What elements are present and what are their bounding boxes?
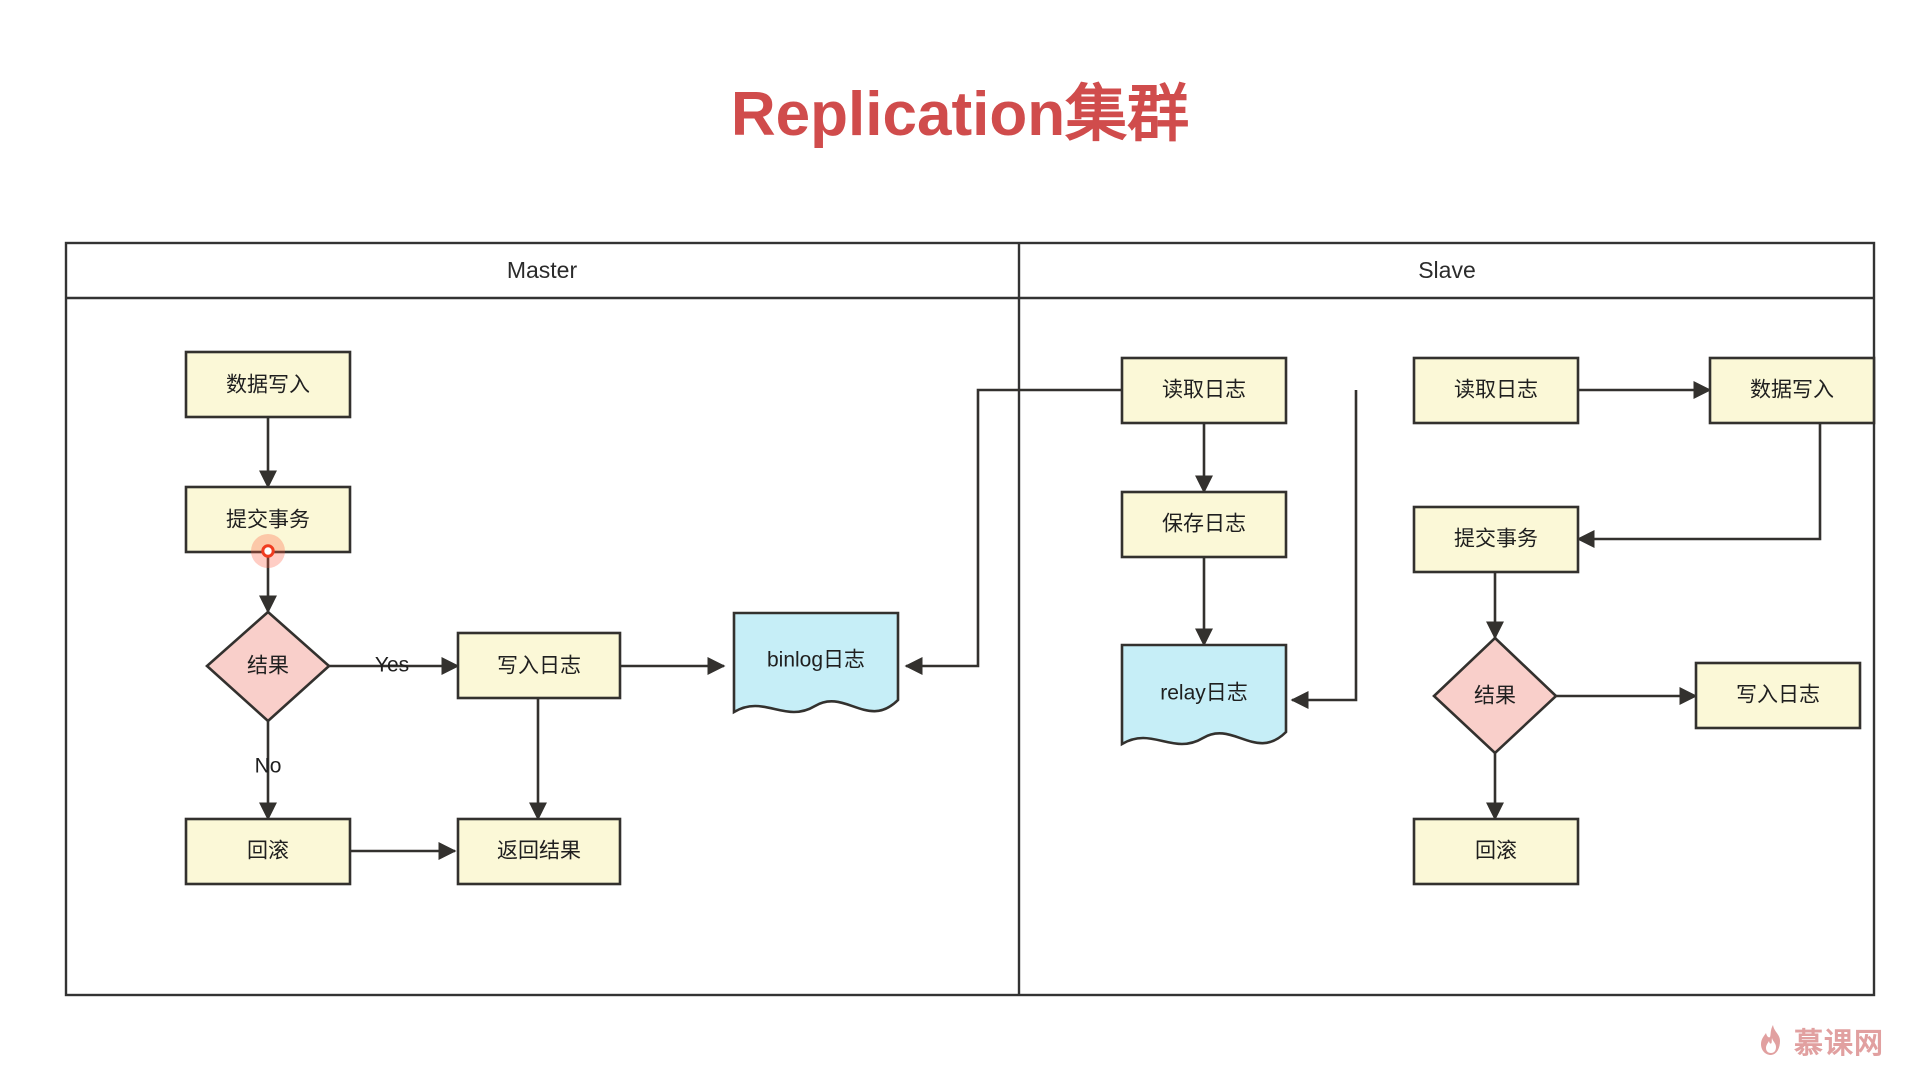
node-shape[interactable] [184,485,352,554]
edge-label-no: No [255,755,282,778]
node-label: 读取日志 [1162,379,1246,402]
node-m-return[interactable]: 返回结果 [456,817,622,886]
node-label: 数据写入 [226,374,310,397]
node-s-read-log-2[interactable]: 读取日志 [1412,356,1580,425]
edges-cross-lane [904,388,1122,676]
node-label: 结果 [1474,685,1516,708]
node-shape[interactable] [184,350,352,419]
node-s-read-log-1[interactable]: 读取日志 [1120,356,1288,425]
lane-title-slave: Slave [1418,257,1476,283]
node-m-rollback[interactable]: 回滚 [184,817,352,886]
node-shape[interactable] [1412,356,1580,425]
watermark: 慕课网 [1757,1020,1884,1062]
anchor-dot-marker[interactable] [251,534,285,568]
node-shape[interactable] [1412,505,1580,574]
node-m-binlog[interactable]: binlog日志 [732,611,900,715]
node-label: binlog日志 [767,649,865,672]
node-label: 保存日志 [1162,513,1246,536]
node-label: 回滚 [1475,840,1517,863]
node-label: 返回结果 [497,840,581,863]
node-s-rollback[interactable]: 回滚 [1412,817,1580,886]
node-shape[interactable] [732,611,900,715]
node-shape[interactable] [1694,661,1862,730]
anchor-dot-ring[interactable] [261,544,275,558]
node-m-write-log[interactable]: 写入日志 [456,631,622,700]
node-shape[interactable] [1432,636,1558,755]
lane-title-master: Master [507,257,578,283]
watermark-text: 慕课网 [1793,1026,1884,1060]
node-label: 写入日志 [497,655,581,678]
node-shape[interactable] [1120,643,1288,747]
node-s-relay[interactable]: relay日志 [1120,643,1288,747]
node-shape[interactable] [1412,817,1580,886]
node-label: 提交事务 [1454,528,1538,551]
node-label: 读取日志 [1454,379,1538,402]
node-shape[interactable] [184,817,352,886]
edge-label-yes: Yes [375,654,409,677]
node-s-result[interactable]: 结果 [1432,636,1558,755]
node-s-write-data[interactable]: 数据写入 [1708,356,1876,425]
node-s-write-log[interactable]: 写入日志 [1694,661,1862,730]
node-m-result[interactable]: 结果 [205,610,331,723]
node-s-commit-tx[interactable]: 提交事务 [1412,505,1580,574]
node-label: 提交事务 [226,509,310,532]
node-label: 写入日志 [1736,684,1820,707]
edges-master [258,417,726,861]
page-title: Replication集群 [730,80,1190,149]
node-label: 结果 [247,655,289,678]
flame-icon [1760,1025,1780,1055]
node-shape[interactable] [1120,490,1288,559]
node-label: 回滚 [247,840,289,863]
edge-slave-read-log-to-binlog [904,388,1122,676]
node-label: 数据写入 [1750,379,1834,402]
edges-slave [1194,380,1822,821]
node-shape[interactable] [456,817,622,886]
node-shape[interactable] [1120,356,1288,425]
node-shape[interactable] [205,610,331,723]
edge-write-data-to-commit-slave [1576,423,1822,549]
node-m-commit-tx[interactable]: 提交事务 [184,485,352,554]
node-shape[interactable] [456,631,622,700]
edge-read-log2-to-relay [1290,390,1358,710]
node-s-save-log[interactable]: 保存日志 [1120,490,1288,559]
node-label: relay日志 [1160,682,1248,705]
node-shape[interactable] [1708,356,1876,425]
node-m-write-data[interactable]: 数据写入 [184,350,352,419]
